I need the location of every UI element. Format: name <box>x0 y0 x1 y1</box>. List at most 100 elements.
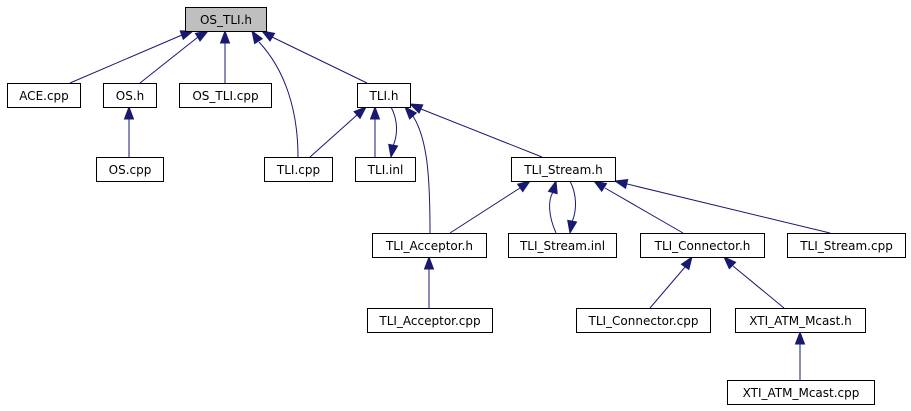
node-box[interactable] <box>7 83 81 108</box>
node-label: OS_TLI.h <box>200 13 252 27</box>
arrow-head-icon <box>547 179 558 195</box>
node-label: XTI_ATM_Mcast.h <box>749 314 852 328</box>
node-box[interactable] <box>103 83 157 108</box>
edge-line <box>569 180 576 223</box>
node-tli-stream-inl[interactable]: TLI_Stream.inl <box>508 233 617 258</box>
node-box[interactable] <box>508 233 617 258</box>
arrow-head-icon <box>123 105 135 120</box>
edge-line <box>139 36 199 84</box>
node-tli-h[interactable]: TLI.h <box>357 83 411 108</box>
arrow-head-icon <box>369 105 381 120</box>
node-tli-stream-cpp[interactable]: TLI_Stream.cpp <box>787 233 906 258</box>
edge-tli_h-to-os_tli_h <box>260 30 368 84</box>
arrow-head-icon <box>251 29 264 45</box>
node-xti-atm-mcast-cpp[interactable]: XTI_ATM_Mcast.cpp <box>727 380 875 405</box>
node-tli-inl[interactable]: TLI.inl <box>355 157 416 182</box>
node-box[interactable] <box>787 233 906 258</box>
node-tli-connector-cpp[interactable]: TLI_Connector.cpp <box>576 308 711 333</box>
node-tli-acceptor-h[interactable]: TLI_Acceptor.h <box>372 233 487 258</box>
edge-tli_connector_h-to-tli_stream_h <box>592 180 684 234</box>
arrow-head-icon <box>567 219 578 235</box>
node-label: TLI.inl <box>367 163 404 177</box>
arrow-head-icon <box>219 29 231 44</box>
node-os-h[interactable]: OS.h <box>103 83 157 108</box>
edge-os_h-to-os_tli_h <box>139 30 210 84</box>
node-label: OS.cpp <box>109 163 152 177</box>
node-xti-atm-mcast-h[interactable]: XTI_ATM_Mcast.h <box>735 308 866 333</box>
edge-line <box>258 41 299 158</box>
arrow-head-icon <box>388 143 399 159</box>
edge-line <box>449 187 521 234</box>
edge-line <box>271 36 368 84</box>
edge-xti_atm_mcast_cpp-to-xti_atm_mcast_h <box>794 330 806 380</box>
edge-os_cpp-to-os_h <box>123 105 135 157</box>
arrow-head-icon <box>260 30 276 42</box>
node-box[interactable] <box>727 380 875 405</box>
edges-layer <box>69 29 831 380</box>
node-box[interactable] <box>735 308 866 333</box>
arrow-head-icon <box>613 178 629 190</box>
node-box[interactable] <box>372 233 487 258</box>
node-os-tli-h[interactable]: OS_TLI.h <box>185 7 267 32</box>
edge-line <box>549 191 557 234</box>
edge-tli_acceptor_cpp-to-tli_acceptor_h <box>423 255 435 308</box>
node-label: ACE.cpp <box>19 89 69 103</box>
node-box[interactable] <box>640 233 765 258</box>
edge-tli_cpp-to-os_tli_h <box>251 29 299 158</box>
edge-os_tli_cpp-to-os_tli_h <box>219 29 231 83</box>
node-box[interactable] <box>357 83 411 108</box>
edge-tli_stream_h-to-tli_stream_inl <box>567 180 578 235</box>
node-label: TLI_Connector.h <box>654 239 751 253</box>
arrow-head-icon <box>179 30 195 41</box>
node-tli-stream-h[interactable]: TLI_Stream.h <box>511 157 616 182</box>
edge-tli_stream_inl-to-tli_stream_h <box>547 179 558 234</box>
node-box[interactable] <box>179 83 272 108</box>
node-box[interactable] <box>185 7 267 32</box>
node-label: TLI_Acceptor.cpp <box>378 314 480 328</box>
edge-tli_acceptor_h-to-tli_stream_h <box>449 180 532 234</box>
edge-line <box>732 265 785 309</box>
arrow-head-icon <box>404 105 418 120</box>
node-tli-cpp[interactable]: TLI.cpp <box>264 157 333 182</box>
arrow-head-icon <box>516 180 532 193</box>
node-box[interactable] <box>576 308 711 333</box>
edge-xti_atm_mcast_h-to-tli_connector_h <box>722 255 785 309</box>
node-os-tli-cpp[interactable]: OS_TLI.cpp <box>179 83 272 108</box>
edge-tli_acceptor_h-to-tli_h <box>404 105 431 234</box>
edge-line <box>626 183 831 234</box>
node-label: OS_TLI.cpp <box>192 89 258 103</box>
edge-line <box>649 266 686 309</box>
node-label: TLI.cpp <box>276 163 320 177</box>
node-box[interactable] <box>367 308 493 333</box>
node-label: XTI_ATM_Mcast.cpp <box>743 386 860 400</box>
node-box[interactable] <box>96 157 164 182</box>
edge-line <box>309 114 358 158</box>
edge-line <box>390 106 397 147</box>
arrow-head-icon <box>794 330 806 345</box>
edge-line <box>412 115 431 234</box>
edge-line <box>604 187 684 234</box>
node-os-cpp[interactable]: OS.cpp <box>96 157 164 182</box>
node-label: TLI.h <box>369 89 399 103</box>
arrow-head-icon <box>353 106 368 120</box>
node-box[interactable] <box>355 157 416 182</box>
node-label: TLI_Stream.inl <box>519 239 605 253</box>
node-label: TLI_Acceptor.h <box>385 239 473 253</box>
edge-tli_cpp-to-tli_h <box>309 106 368 158</box>
arrow-head-icon <box>592 180 608 193</box>
arrow-head-icon <box>680 255 693 271</box>
arrow-head-icon <box>423 255 435 270</box>
node-tli-connector-h[interactable]: TLI_Connector.h <box>640 233 765 258</box>
node-box[interactable] <box>264 157 333 182</box>
edge-ace_cpp-to-os_tli_h <box>69 30 195 84</box>
node-label: TLI_Stream.h <box>523 163 602 177</box>
node-box[interactable] <box>511 157 616 182</box>
edge-line <box>420 108 543 158</box>
edge-tli_inl-to-tli_h <box>369 105 381 157</box>
node-tli-acceptor-cpp[interactable]: TLI_Acceptor.cpp <box>367 308 493 333</box>
edge-line <box>69 34 183 84</box>
edge-tli_connector_cpp-to-tli_connector_h <box>649 255 693 309</box>
node-ace-cpp[interactable]: ACE.cpp <box>7 83 81 108</box>
